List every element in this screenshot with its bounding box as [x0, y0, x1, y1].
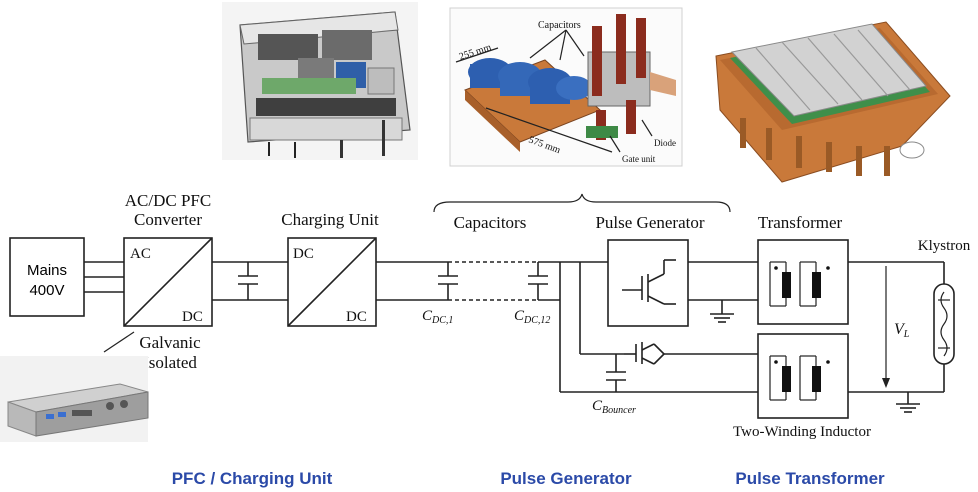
footer-pfc-charging: PFC / Charging Unit: [172, 469, 333, 488]
footer-pulse-transformer: Pulse Transformer: [735, 469, 885, 488]
capacitor-bouncer: [606, 354, 626, 392]
rack-unit-photo: [0, 356, 149, 442]
klystron-symbol: [933, 283, 955, 365]
pfc-enclosure-photo: [222, 2, 418, 160]
bouncer-switch: [624, 342, 665, 365]
capacitor-bank-photo: Capacitors 255 mm 575 mm Diode Gate unit: [449, 7, 683, 167]
pfc-title-line2: Converter: [134, 210, 202, 229]
cdc12-label: CDC,12: [514, 308, 550, 326]
galvanic-label-line2: Isolated: [143, 353, 197, 372]
mains-label: Mains: [27, 262, 67, 279]
galvanic-label-line1: Galvanic: [139, 333, 201, 352]
pulse-generator-block: [607, 239, 689, 327]
pfc-converter-block: AC DC: [123, 237, 213, 327]
two-winding-inductor-label: Two-Winding Inductor: [733, 424, 871, 440]
cbouncer-label: CBouncer: [592, 398, 636, 416]
transformer-core-render: [690, 12, 974, 183]
capacitors-title: Capacitors: [454, 213, 527, 232]
ground-symbol-2: [896, 403, 920, 413]
cdc1-label: CDC,1: [422, 308, 453, 326]
transformer-block: [757, 239, 849, 325]
diode-label: Diode: [654, 138, 676, 148]
capacitors-photo-label: Capacitors: [538, 20, 581, 31]
charging-unit-title: Charging Unit: [281, 210, 379, 229]
gate-unit-label: Gate unit: [622, 154, 656, 164]
mains-source: Mains 400V: [9, 237, 85, 317]
capacitor-cdc1: [438, 262, 458, 300]
pfc-dc-label: DC: [182, 309, 203, 325]
vl-label: VL: [894, 321, 910, 340]
charging-dc-out-label: DC: [346, 309, 367, 325]
ground-symbol-1: [710, 313, 734, 323]
transformer-title: Transformer: [758, 213, 843, 232]
vl-arrow: [882, 266, 890, 388]
klystron-label: Klystron: [918, 238, 971, 254]
charging-dc-in-label: DC: [293, 246, 314, 262]
grouping-brace: [433, 193, 731, 213]
two-winding-inductor-block: [757, 333, 849, 419]
pfc-ac-label: AC: [130, 246, 151, 262]
capacitor-cdc12: [528, 262, 548, 300]
footer-pulse-generator: Pulse Generator: [500, 469, 632, 488]
pulse-generator-title: Pulse Generator: [595, 213, 704, 232]
charging-unit-block: DC DC: [287, 237, 377, 327]
mains-voltage: 400V: [29, 282, 64, 299]
pfc-title-line1: AC/DC PFC: [125, 191, 211, 210]
